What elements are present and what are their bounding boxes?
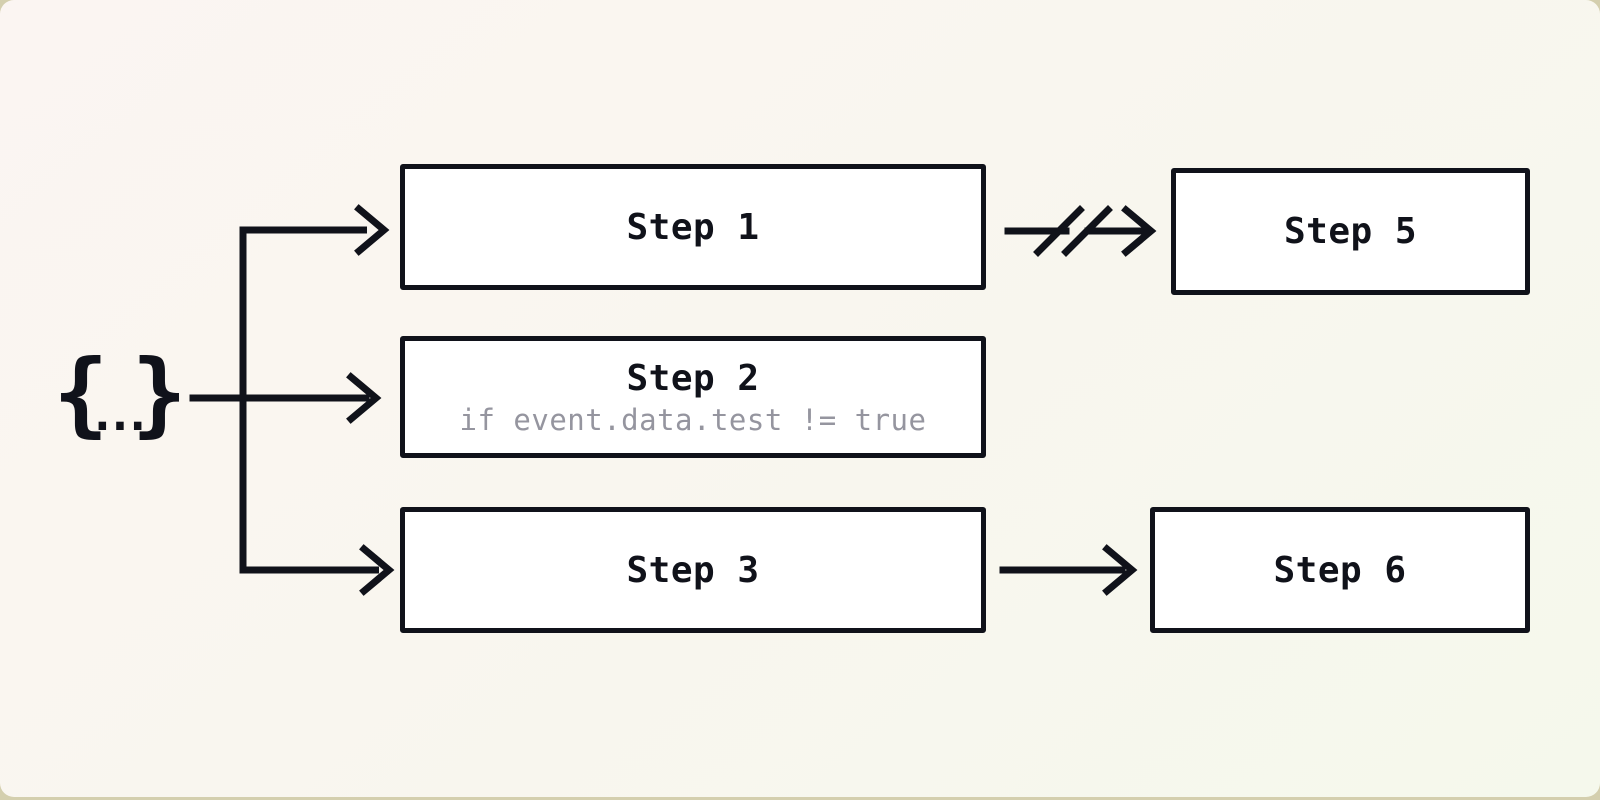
cancel-slash-1-icon [1033,205,1085,257]
step-2-label: Step 2 [626,357,760,399]
close-brace: } [131,339,187,447]
node-step-5: Step 5 [1171,168,1530,295]
step1-to-step5-arrowhead-icon [1121,205,1157,257]
event-to-step1-arrowhead-icon [354,204,390,256]
step-3-label: Step 3 [626,549,760,591]
step3-to-step6-arrowhead-icon [1102,544,1138,596]
step-2-condition: if event.data.test != true [459,402,927,437]
event-to-step2-arrowhead-icon [346,372,382,424]
open-brace: { [53,339,109,447]
ellipsis-dots: ... [88,387,151,441]
node-step-1: Step 1 [400,164,986,290]
fanout-trunk-line [239,226,379,574]
step-1-label: Step 1 [626,206,760,248]
node-step-3: Step 3 [400,507,986,633]
step-6-label: Step 6 [1273,549,1407,591]
event-to-step3-arrowhead-icon [359,544,395,596]
node-step-6: Step 6 [1150,507,1530,633]
node-step-2: Step 2 if event.data.test != true [400,336,986,458]
cancel-slash-2-icon [1061,205,1113,257]
event-payload-icon: { ... } [53,339,187,448]
step-5-label: Step 5 [1283,211,1418,252]
